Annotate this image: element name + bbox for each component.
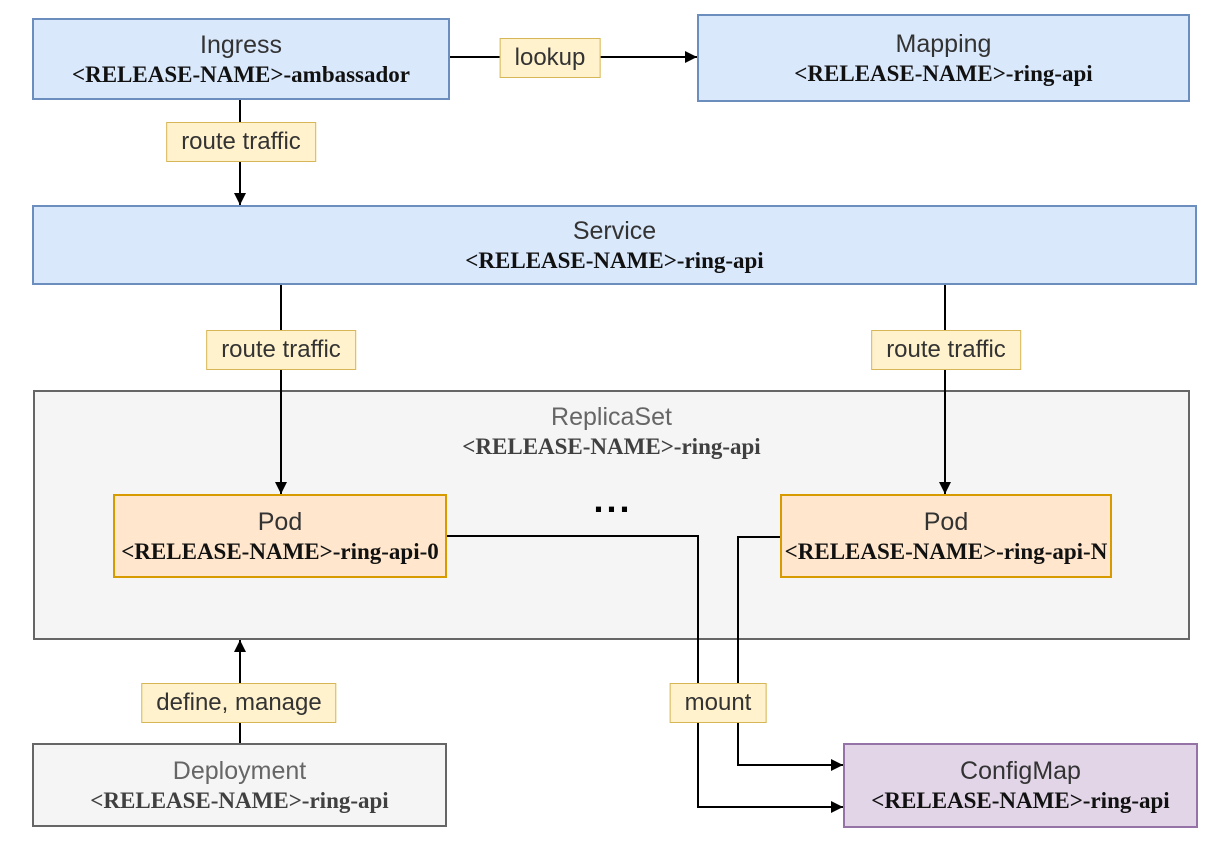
service-subtitle: <RELEASE-NAME>-ring-api bbox=[465, 247, 764, 273]
edge-pod-0-to-configmap bbox=[447, 535, 843, 813]
pod-n-subtitle: <RELEASE-NAME>-ring-api-N bbox=[784, 538, 1108, 564]
pods-ellipsis: ... bbox=[593, 479, 633, 520]
pod-0-node: Pod <RELEASE-NAME>-ring-api-0 bbox=[113, 494, 447, 578]
deployment-subtitle: <RELEASE-NAME>-ring-api bbox=[90, 787, 389, 813]
pod-0-title: Pod bbox=[257, 507, 303, 536]
configmap-node: ConfigMap <RELEASE-NAME>-ring-api bbox=[843, 743, 1198, 828]
edge-label-define-manage: define, manage bbox=[141, 683, 337, 723]
mapping-node: Mapping <RELEASE-NAME>-ring-api bbox=[697, 14, 1190, 102]
pod-n-title: Pod bbox=[923, 507, 969, 536]
configmap-title: ConfigMap bbox=[960, 757, 1081, 785]
deployment-title: Deployment bbox=[172, 756, 307, 785]
service-node: Service <RELEASE-NAME>-ring-api bbox=[32, 205, 1197, 285]
mapping-subtitle: <RELEASE-NAME>-ring-api bbox=[794, 60, 1093, 86]
edge-label-route-traffic-pod-n: route traffic bbox=[871, 330, 1021, 370]
ingress-title: Ingress bbox=[200, 30, 282, 59]
edge-label-route-traffic-pod-0: route traffic bbox=[206, 330, 356, 370]
deployment-node: Deployment <RELEASE-NAME>-ring-api bbox=[32, 743, 447, 827]
ingress-subtitle: <RELEASE-NAME>-ambassador bbox=[71, 61, 411, 87]
edge-label-mount: mount bbox=[669, 683, 767, 723]
configmap-subtitle: <RELEASE-NAME>-ring-api bbox=[871, 788, 1170, 813]
replicaset-title: ReplicaSet bbox=[551, 403, 672, 431]
ingress-node: Ingress <RELEASE-NAME>-ambassador bbox=[32, 18, 450, 100]
edge-label-lookup: lookup bbox=[499, 38, 601, 78]
service-title: Service bbox=[572, 216, 657, 245]
edge-pod-n-to-configmap bbox=[737, 536, 843, 771]
edge-label-route-traffic-ingress: route traffic bbox=[166, 122, 316, 162]
pod-n-node: Pod <RELEASE-NAME>-ring-api-N bbox=[780, 494, 1112, 578]
mapping-title: Mapping bbox=[895, 29, 992, 58]
pod-0-subtitle: <RELEASE-NAME>-ring-api-0 bbox=[121, 538, 439, 564]
replicaset-subtitle: <RELEASE-NAME>-ring-api bbox=[462, 434, 761, 459]
